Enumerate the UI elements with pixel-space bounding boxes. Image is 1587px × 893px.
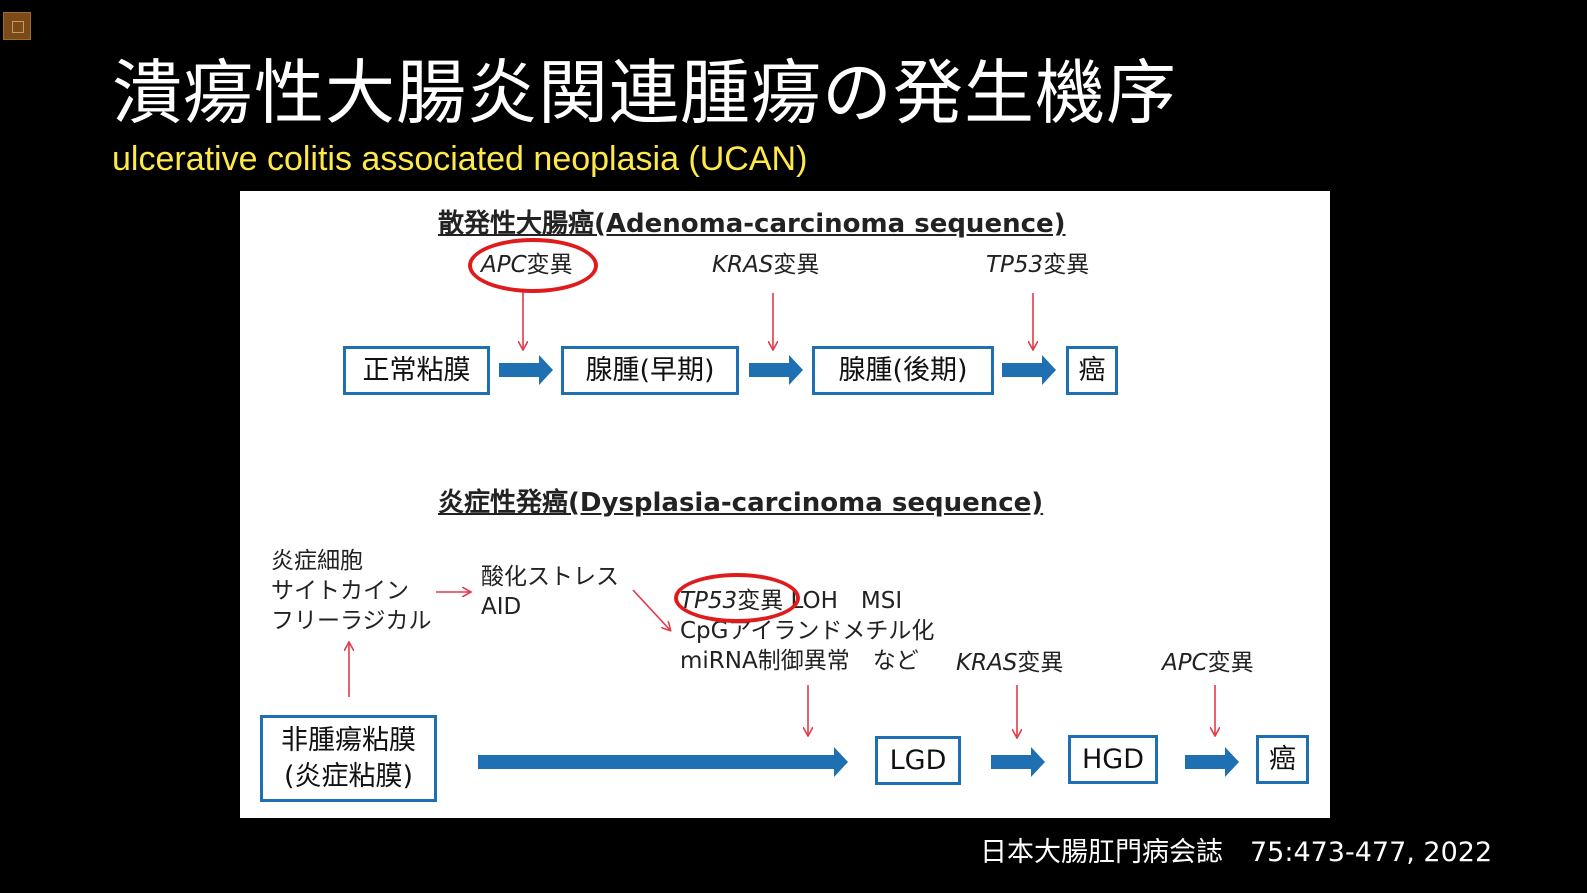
highlight-oval-tp53 (674, 573, 800, 623)
arrow-layer (240, 291, 1239, 777)
blue-arrow-lgd-hgd (991, 747, 1045, 777)
stage-box-normal-mucosa: 正常粘膜 (343, 346, 490, 395)
diagram-panel: 散発性大腸癌(Adenoma-carcinoma sequence) APC変異… (240, 191, 1330, 818)
highlight-oval-apc (468, 238, 598, 293)
red-arrow-to-alterations (632, 589, 670, 630)
blue-arrow-hgd-cancer (1185, 747, 1239, 777)
inflammation-factors: 炎症細胞 サイトカイン フリーラジカル (271, 548, 432, 634)
slide-title: 潰瘍性大腸炎関連腫瘍の発生機序 (112, 52, 1177, 134)
citation: 日本大腸肛門病会誌 75:473-477, 2022 (980, 837, 1493, 868)
mutation-label-apc-2: APC変異 (1162, 650, 1254, 676)
blue-arrow-3 (1002, 355, 1056, 385)
stage-box-late-adenoma: 腺腫(後期) (812, 346, 994, 395)
slide-corner-icon (3, 12, 31, 40)
blue-arrow-2 (749, 355, 803, 385)
inflammatory-heading: 炎症性発癌(Dysplasia-carcinoma sequence) (438, 488, 1044, 518)
stage-box-cancer-2: 癌 (1256, 735, 1309, 784)
stage-box-cancer: 癌 (1066, 346, 1118, 395)
stage-box-hgd: HGD (1068, 735, 1158, 784)
oxidative-stress-factors: 酸化ストレス AID (481, 564, 619, 620)
stage-box-lgd: LGD (875, 736, 961, 785)
slide-subtitle: ulcerative colitis associated neoplasia … (112, 140, 808, 178)
mutation-label-tp53: TP53変異 (986, 252, 1090, 278)
blue-arrow-1 (499, 355, 553, 385)
mutation-label-kras: KRAS変異 (712, 252, 820, 278)
stage-box-non-neoplastic-mucosa: 非腫瘍粘膜 (炎症粘膜) (260, 715, 437, 802)
mutation-label-kras-2: KRAS変異 (956, 650, 1064, 676)
sporadic-heading: 散発性大腸癌(Adenoma-carcinoma sequence) (438, 209, 1066, 239)
blue-arrow-long (478, 747, 848, 777)
stage-box-early-adenoma: 腺腫(早期) (561, 346, 739, 395)
